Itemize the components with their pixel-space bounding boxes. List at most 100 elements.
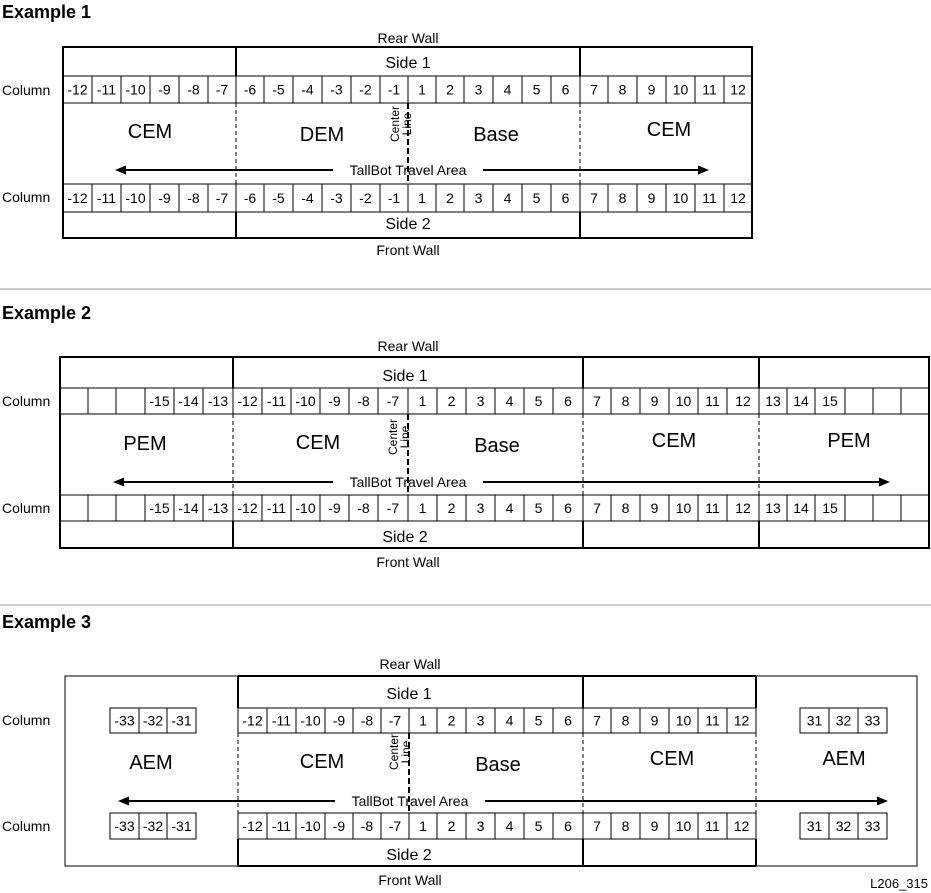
column-number: 3	[477, 500, 485, 516]
column-number: 10	[673, 190, 689, 206]
column-number: 10	[676, 818, 692, 834]
column-number: -7	[387, 393, 400, 409]
travel-area-label: TallBot Travel Area	[352, 793, 469, 809]
column-number: 3	[477, 818, 485, 834]
column-cell	[857, 812, 888, 840]
column-number: 5	[535, 393, 543, 409]
column-number: 9	[648, 82, 656, 98]
column-number: -10	[125, 82, 145, 98]
column-number: 12	[735, 393, 751, 409]
column-number: 31	[807, 713, 823, 729]
center-line-word: Line	[399, 740, 413, 763]
column-label: Column	[2, 818, 50, 834]
column-number: -6	[244, 82, 257, 98]
column-number: 6	[562, 190, 570, 206]
module-dem: DEM	[300, 124, 344, 146]
column-label: Column	[2, 500, 50, 516]
column-number: -6	[244, 190, 257, 206]
column-number: -2	[359, 190, 372, 206]
library-outline	[59, 356, 930, 549]
column-number: 12	[735, 500, 751, 516]
column-number: 12	[734, 713, 750, 729]
rear-wall-label: Rear Wall	[380, 656, 441, 672]
column-number: 4	[504, 190, 512, 206]
column-cell	[872, 494, 902, 522]
travel-area-label: TallBot Travel Area	[350, 162, 467, 178]
center-line-word: Line	[400, 112, 414, 135]
column-number: 8	[622, 818, 630, 834]
column-number: -15	[149, 500, 169, 516]
column-number: 12	[730, 190, 746, 206]
column-number: -11	[97, 190, 116, 206]
column-number: 9	[651, 818, 659, 834]
column-cell	[900, 387, 930, 415]
column-number: 8	[619, 82, 627, 98]
column-number: 12	[730, 82, 746, 98]
column-number: 6	[562, 82, 570, 98]
module-cem-right: CEM	[647, 119, 691, 141]
column-number: -11	[272, 818, 291, 834]
column-label: Column	[2, 189, 50, 205]
column-number: -31	[171, 713, 191, 729]
column-number: 10	[676, 393, 692, 409]
rear-wall-label: Rear Wall	[378, 30, 439, 46]
column-number: 8	[622, 500, 630, 516]
column-number: -12	[242, 713, 262, 729]
column-cell	[115, 494, 146, 522]
column-number: 4	[506, 713, 514, 729]
column-number: -12	[237, 393, 257, 409]
column-number: -7	[216, 190, 229, 206]
column-number: 12	[734, 818, 750, 834]
column-number: -11	[97, 82, 116, 98]
column-number: 2	[446, 190, 454, 206]
column-number: 3	[475, 190, 483, 206]
column-number: 14	[793, 393, 809, 409]
column-number: 9	[648, 190, 656, 206]
center-line-word: Center	[387, 734, 401, 770]
arrow-right-icon	[698, 165, 709, 175]
column-number: -8	[357, 500, 370, 516]
column-number: 31	[807, 818, 823, 834]
column-number: -8	[361, 818, 374, 834]
column-number: 2	[446, 82, 454, 98]
module-pem-right: PEM	[827, 430, 870, 452]
column-number: 9	[651, 500, 659, 516]
column-number: 2	[448, 500, 456, 516]
column-number: -3	[330, 82, 343, 98]
column-number: 5	[535, 500, 543, 516]
column-number: 10	[676, 713, 692, 729]
column-cell	[87, 387, 117, 415]
column-number: 33	[865, 818, 881, 834]
column-cell	[115, 387, 146, 415]
column-number: -8	[361, 713, 374, 729]
side-2-label: Side 2	[385, 216, 430, 233]
column-number: -31	[171, 818, 191, 834]
arrow-left-icon	[115, 165, 126, 175]
column-number: 11	[705, 818, 720, 834]
column-number: 8	[622, 393, 630, 409]
column-cell	[59, 387, 89, 415]
column-number: -11	[267, 500, 286, 516]
side-2-label: Side 2	[386, 847, 431, 864]
column-number: -10	[295, 393, 315, 409]
column-cell	[872, 387, 902, 415]
column-number: 2	[448, 818, 456, 834]
column-number: 1	[418, 82, 426, 98]
column-number: -12	[67, 190, 87, 206]
column-number: 6	[564, 500, 572, 516]
column-number: 5	[533, 190, 541, 206]
column-number: 8	[622, 713, 630, 729]
column-cell	[166, 707, 197, 734]
column-number: -11	[267, 393, 286, 409]
column-number: 10	[673, 82, 689, 98]
column-number: -14	[178, 393, 198, 409]
column-number: -15	[149, 393, 169, 409]
column-number: 3	[477, 393, 485, 409]
column-number: -7	[216, 82, 229, 98]
module-cem-right: CEM	[650, 748, 694, 770]
column-number: -33	[114, 818, 134, 834]
column-number: -5	[272, 190, 285, 206]
column-number: 11	[702, 190, 717, 206]
